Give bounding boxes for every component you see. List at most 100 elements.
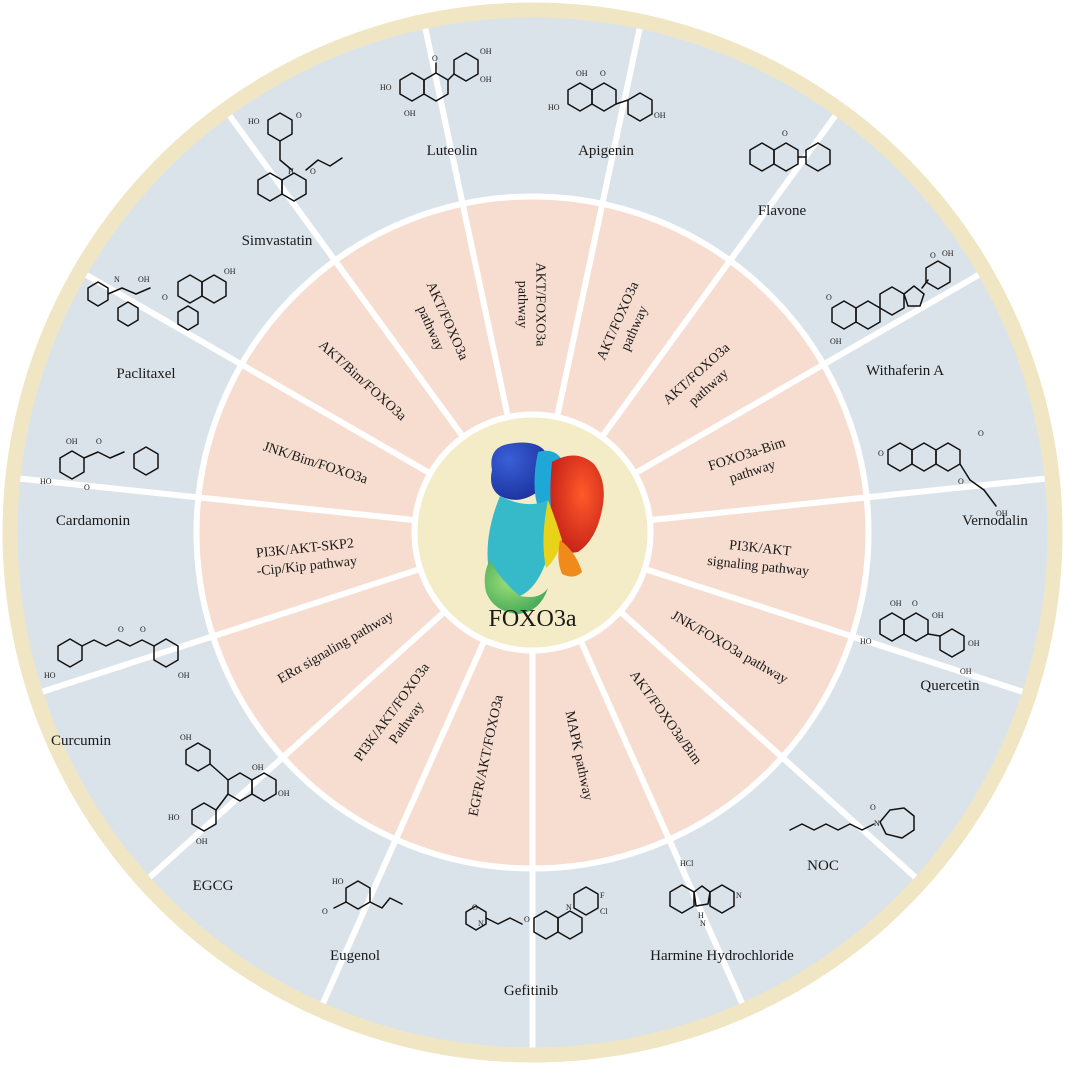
- pathway-sector: [212, 568, 445, 758]
- compound-sector: [17, 478, 213, 692]
- svg-text:OH: OH: [252, 763, 264, 772]
- withaferin-structure: O OH OH O: [826, 249, 954, 346]
- compound-sector: [782, 636, 1023, 878]
- curcumin-structure: O O HO OH: [44, 625, 190, 680]
- sector-divider: [643, 566, 1024, 695]
- compound-label-withaferin-a: Withaferin A: [866, 363, 944, 379]
- svg-text:HO: HO: [860, 637, 872, 646]
- compound-label-simvastatin: Simvastatin: [242, 233, 313, 249]
- compound-label-flavone: Flavone: [758, 203, 807, 219]
- svg-text:O: O: [912, 599, 918, 608]
- svg-text:HCl: HCl: [680, 859, 694, 868]
- pathway-sectors: [196, 196, 869, 869]
- pathway-sector: [395, 640, 533, 869]
- sector-divider: [577, 639, 745, 1005]
- inner-ring-divider: [193, 193, 872, 872]
- compound-label-cardamonin: Cardamonin: [56, 513, 131, 529]
- svg-text:OH: OH: [278, 789, 290, 798]
- svg-text:OH: OH: [890, 599, 902, 608]
- svg-text:O: O: [524, 915, 530, 924]
- svg-text:N: N: [874, 819, 880, 828]
- svg-text:OH: OH: [932, 611, 944, 620]
- pathway-sector: [196, 497, 421, 637]
- compound-sector: [42, 636, 283, 878]
- compound-sector: [425, 17, 640, 204]
- cardamonin-structure: OH O HO O: [40, 437, 159, 492]
- egcg-structure: OH OH OH HO OH: [168, 733, 290, 846]
- pathway-sector: [241, 260, 464, 474]
- svg-text:O: O: [118, 625, 124, 634]
- svg-text:OH: OH: [178, 671, 190, 680]
- sector-divider: [41, 566, 422, 695]
- svg-text:H: H: [288, 167, 294, 176]
- svg-text:HO: HO: [548, 103, 560, 112]
- pathway-sector: [335, 203, 508, 438]
- svg-text:OH: OH: [942, 249, 954, 258]
- pathway-label: AKT/FOXO3a: [533, 263, 548, 348]
- svg-text:O: O: [600, 69, 606, 78]
- sector-dividers: [20, 28, 1045, 1048]
- sector-divider: [633, 272, 981, 477]
- svg-text:N: N: [566, 903, 572, 912]
- pathway-sector: [620, 568, 853, 758]
- compound-sector: [852, 478, 1048, 692]
- svg-text:H: H: [698, 911, 704, 920]
- svg-text:HO: HO: [44, 671, 56, 680]
- compound-label-apigenin: Apigenin: [578, 143, 634, 159]
- sector-divider: [227, 114, 466, 439]
- sector-divider: [320, 639, 488, 1005]
- vernodalin-structure: O O O OH: [878, 429, 1008, 518]
- svg-text:HO: HO: [168, 813, 180, 822]
- svg-text:OH: OH: [180, 733, 192, 742]
- pathway-sector: [557, 203, 730, 438]
- svg-text:OH: OH: [996, 509, 1008, 518]
- svg-text:O: O: [782, 129, 788, 138]
- compound-label-eugenol: Eugenol: [330, 948, 380, 964]
- svg-text:OH: OH: [654, 111, 666, 120]
- compound-label-harmine-hydrochloride: Harmine Hydrochloride: [650, 948, 794, 964]
- svg-text:O: O: [96, 437, 102, 446]
- protein-structure: [484, 442, 604, 614]
- svg-text:O: O: [878, 449, 884, 458]
- noc-structure: N O: [789, 803, 915, 839]
- svg-text:OH: OH: [404, 109, 416, 118]
- svg-text:O: O: [930, 251, 936, 260]
- svg-text:O: O: [162, 293, 168, 302]
- sector-divider: [84, 272, 432, 477]
- apigenin-structure: OH O HO OH: [548, 69, 666, 122]
- sector-divider: [618, 609, 918, 880]
- compound-label-curcumin: Curcumin: [51, 733, 111, 749]
- pathway-sector: [644, 497, 869, 637]
- compound-label-paclitaxel: Paclitaxel: [116, 366, 175, 382]
- svg-text:O: O: [826, 293, 832, 302]
- pathway-sector: [198, 364, 431, 521]
- svg-text:O: O: [84, 483, 90, 492]
- compound-label-vernodalin: Vernodalin: [962, 513, 1028, 529]
- chemical-structures: O HO OH OH OH OH O HO OH: [40, 47, 1008, 940]
- compound-label-gefitinib: Gefitinib: [504, 983, 558, 999]
- sector-divider: [422, 28, 511, 418]
- pathway-sector: [634, 364, 867, 521]
- svg-text:N: N: [114, 275, 120, 284]
- luteolin-structure: O HO OH OH OH: [380, 47, 492, 118]
- svg-text:N: N: [478, 919, 484, 928]
- svg-text:O: O: [140, 625, 146, 634]
- pathway-sector: [532, 640, 670, 869]
- svg-text:N: N: [700, 919, 706, 928]
- sector-divider: [554, 28, 643, 418]
- pathway-label: pathway: [515, 281, 530, 328]
- svg-text:O: O: [978, 429, 984, 438]
- svg-text:HO: HO: [332, 877, 344, 886]
- svg-text:OH: OH: [480, 75, 492, 84]
- paclitaxel-structure: N OH OH O: [87, 267, 236, 331]
- flavone-structure: O: [749, 129, 831, 172]
- center-title: FOXO3a: [489, 606, 577, 632]
- svg-text:OH: OH: [66, 437, 78, 446]
- svg-text:O: O: [958, 477, 964, 486]
- svg-text:F: F: [600, 891, 605, 900]
- svg-text:Cl: Cl: [600, 907, 608, 916]
